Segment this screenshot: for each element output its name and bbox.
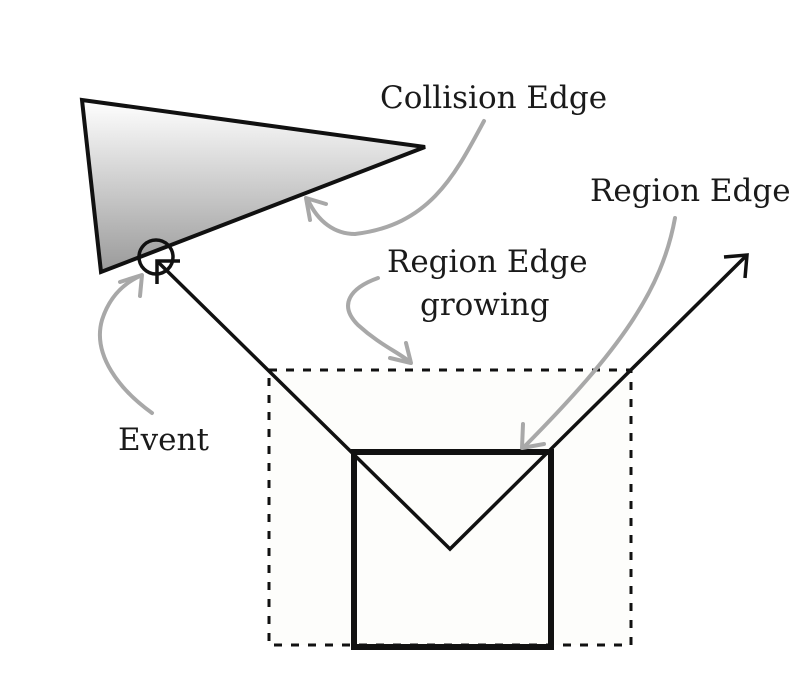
collision-triangle <box>79 97 426 275</box>
region-edge-growing-pointer-head <box>388 341 413 365</box>
event-circle <box>137 238 175 276</box>
right-region-edge-arrowhead <box>723 253 749 279</box>
region-edge-lines <box>155 255 747 552</box>
collision-edge-pointer-head <box>304 196 328 222</box>
event-label: Event <box>118 422 209 458</box>
region-edge-growing-label-line2: growing <box>420 287 550 323</box>
region-edge-pointer-head <box>520 422 546 450</box>
region-edge-pointer <box>523 216 677 448</box>
region-edge-label: Region Edge <box>590 173 791 209</box>
region-growing-box <box>267 368 633 647</box>
region-square <box>351 449 554 650</box>
event-pointer <box>98 274 154 415</box>
collision-edge-label: Collision Edge <box>380 80 607 116</box>
event-pointer-head <box>118 273 144 298</box>
region-edge-growing-label-line1: Region Edge <box>387 244 588 280</box>
collision-edge-pointer <box>306 119 486 237</box>
region-edge-growing-pointer <box>346 276 412 364</box>
